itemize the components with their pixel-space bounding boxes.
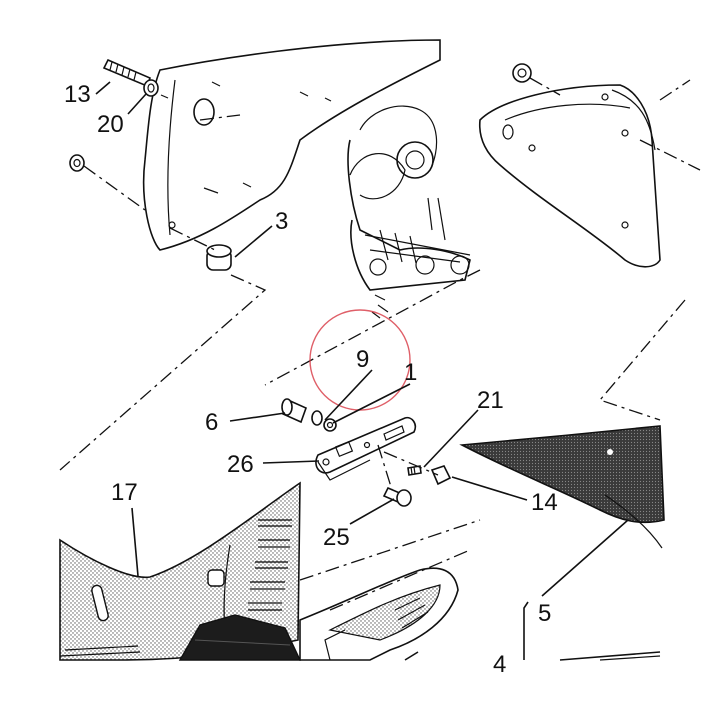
callout-26: 26 [227, 451, 254, 478]
callout-4: 4 [493, 651, 506, 678]
callout-3: 3 [275, 208, 288, 235]
side-panel-17 [59, 481, 302, 661]
callout-14: 14 [531, 489, 558, 516]
upper-fairing-panel [59, 39, 441, 471]
callout-9: 9 [356, 346, 369, 373]
callout-21: 21 [477, 387, 504, 414]
lower-fairing-piece [299, 519, 481, 661]
callout-17: 17 [111, 479, 138, 506]
callout-labels: 13 20 3 9 1 6 21 26 17 14 25 5 4 [64, 81, 558, 678]
callout-1: 1 [404, 359, 417, 386]
upper-right-panel [478, 63, 701, 421]
bracket-part-4 [523, 601, 661, 661]
fairing-part-5 [459, 425, 665, 549]
leader-lines [95, 81, 629, 661]
callout-6: 6 [205, 409, 218, 436]
frame-bracket [264, 105, 481, 386]
mounting-hardware [281, 398, 452, 507]
callout-25: 25 [323, 524, 350, 551]
callout-20: 20 [97, 111, 124, 138]
callout-5: 5 [538, 600, 551, 627]
callout-13: 13 [64, 81, 91, 108]
